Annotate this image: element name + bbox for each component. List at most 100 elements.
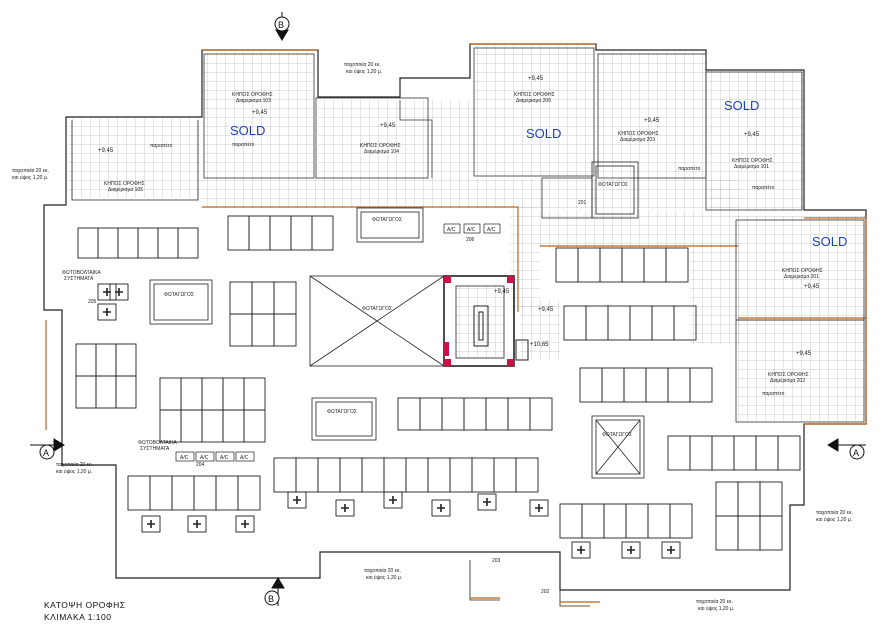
pv-panel	[493, 457, 517, 493]
pv-panel	[759, 481, 783, 517]
plus-mark	[147, 520, 155, 528]
pv-panel	[711, 435, 735, 471]
pv-panel	[777, 435, 801, 471]
skylights	[149, 161, 645, 479]
pv-panel	[243, 377, 266, 411]
pv-panel	[449, 457, 473, 493]
pv-panel	[215, 475, 239, 511]
pv-panel	[643, 247, 667, 283]
pv-panel	[669, 503, 693, 539]
svg-text:A/C: A/C	[240, 455, 249, 461]
pv-panel	[248, 215, 271, 251]
svg-text:ταιχοποιία 20 εκ.: ταιχοποιία 20 εκ.	[344, 62, 381, 68]
pv-panel	[137, 227, 159, 259]
pv-panel	[737, 481, 761, 517]
level-mark: +9,45	[252, 110, 268, 116]
pv-panel	[647, 503, 671, 539]
pv-panel	[441, 397, 465, 431]
pv-panel	[559, 503, 583, 539]
pv-panel	[405, 457, 429, 493]
svg-text:ΦΩΤΑΓΩΓΟΣ: ΦΩΤΑΓΩΓΟΣ	[362, 306, 392, 312]
svg-text:204: 204	[196, 462, 205, 468]
garden-labels: ΚΗΠΟΣ ΟΡΟΦΗΣ Διαμέρισμα 105 +9,45 ΚΗΠΟΣ …	[98, 76, 823, 384]
pv-panel	[601, 367, 625, 403]
garden-unit: Διαμέρισμα 101	[734, 163, 769, 170]
pv-panel	[201, 409, 224, 443]
garden-name: ΚΗΠΟΣ ΟΡΟΦΗΣ	[782, 268, 823, 274]
pv-panel	[157, 227, 179, 259]
section-a-right: A	[853, 448, 859, 458]
garden-unit: Διαμέρισμα 201	[784, 273, 819, 280]
svg-text:ταιχοποιία 20 εκ.: ταιχοποιία 20 εκ.	[364, 568, 401, 574]
pv-panel	[651, 305, 675, 341]
pv-panel	[97, 227, 119, 259]
plus-mark	[341, 504, 349, 512]
pv-panel	[227, 215, 250, 251]
pv-panel	[645, 367, 669, 403]
pv-panel	[755, 435, 779, 471]
svg-text:παραπέτο: παραπέτο	[150, 142, 173, 149]
pv-panel	[339, 457, 363, 493]
svg-text:ταιχοποιία 20 εκ.: ταιχοποιία 20 εκ.	[56, 462, 93, 468]
section-b-bottom: B	[268, 594, 274, 604]
plus-mark	[535, 504, 543, 512]
pv-panel	[607, 305, 631, 341]
garden-unit: Διαμέρισμα 202	[770, 377, 805, 384]
tiled-gardens	[68, 46, 866, 422]
svg-text:ΦΩΤΑΓΩΓΟΣ: ΦΩΤΑΓΩΓΟΣ	[598, 182, 628, 188]
level-mark: +9,45	[804, 284, 820, 290]
plus-mark	[627, 546, 635, 554]
parapet-notes: παραπέτο παραπέτο παραπέτο παραπέτο παρα…	[150, 141, 785, 397]
ac-units: A/C A/C A/C A/C A/C A/C A/C	[175, 223, 501, 462]
pv-panel	[159, 377, 182, 411]
section-a-left: A	[43, 448, 49, 458]
pv-panels	[75, 215, 801, 559]
pv-panel	[201, 377, 224, 411]
pv-panel	[75, 375, 97, 409]
pv-panel	[361, 457, 385, 493]
svg-text:και ύψος 1,20 μ.: και ύψος 1,20 μ.	[346, 68, 382, 75]
pv-panel	[180, 377, 203, 411]
garden-name: ΚΗΠΟΣ ΟΡΟΦΗΣ	[732, 158, 773, 164]
plus-mark	[437, 504, 445, 512]
pv-panel	[177, 227, 199, 259]
pv-panel	[222, 377, 245, 411]
pv-panel	[115, 343, 137, 377]
drawing-title: ΚΑΤΟΨΗ ΟΡΟΦΗΣ ΚΛΙΜΑΚΑ 1:100	[44, 600, 126, 622]
level-mark: +9,45	[796, 351, 812, 357]
svg-text:και ύψος 1,20 μ.: και ύψος 1,20 μ.	[816, 516, 852, 523]
wall-notes: ταιχοποιία 20 εκ. και ύψος 1,20 μ. ταιχο…	[12, 62, 853, 612]
svg-text:παραπέτο: παραπέτο	[232, 141, 255, 148]
svg-text:206: 206	[466, 237, 475, 243]
pv-panel	[733, 435, 757, 471]
level-mark: +9,45	[644, 118, 660, 124]
svg-text:205: 205	[88, 299, 97, 305]
plan-title: ΚΑΤΟΨΗ ΟΡΟΦΗΣ	[44, 600, 126, 610]
level-mark: +9,45	[744, 132, 760, 138]
garden-unit: Διαμέρισμα 105	[108, 186, 143, 193]
pv-panel	[243, 409, 266, 443]
svg-text:A/C: A/C	[487, 227, 496, 233]
pv-panel	[95, 375, 117, 409]
section-markers	[30, 12, 866, 606]
plus-mark	[103, 308, 111, 316]
pv-panel	[171, 475, 195, 511]
garden-name: ΚΗΠΟΣ ΟΡΟΦΗΣ	[514, 92, 555, 98]
pv-inverter-box	[571, 541, 591, 559]
plus-mark	[483, 498, 491, 506]
pv-panel	[689, 435, 713, 471]
pv-panel	[77, 227, 99, 259]
svg-text:203: 203	[492, 558, 501, 564]
svg-text:A/C: A/C	[180, 455, 189, 461]
section-letters: B B A A	[43, 20, 859, 604]
pv-panel	[127, 475, 151, 511]
plan-scale: ΚΛΙΜΑΚΑ 1:100	[44, 612, 111, 622]
pv-inverter-box	[477, 493, 497, 511]
pv-panel	[515, 457, 539, 493]
pv-panel	[737, 515, 761, 551]
garden-name: ΚΗΠΟΣ ΟΡΟΦΗΣ	[768, 372, 809, 378]
svg-text:και ύψος 1,20 μ.: και ύψος 1,20 μ.	[12, 174, 48, 181]
section-b-top: B	[278, 20, 284, 30]
pv-panel	[383, 457, 407, 493]
svg-text:A/C: A/C	[200, 455, 209, 461]
